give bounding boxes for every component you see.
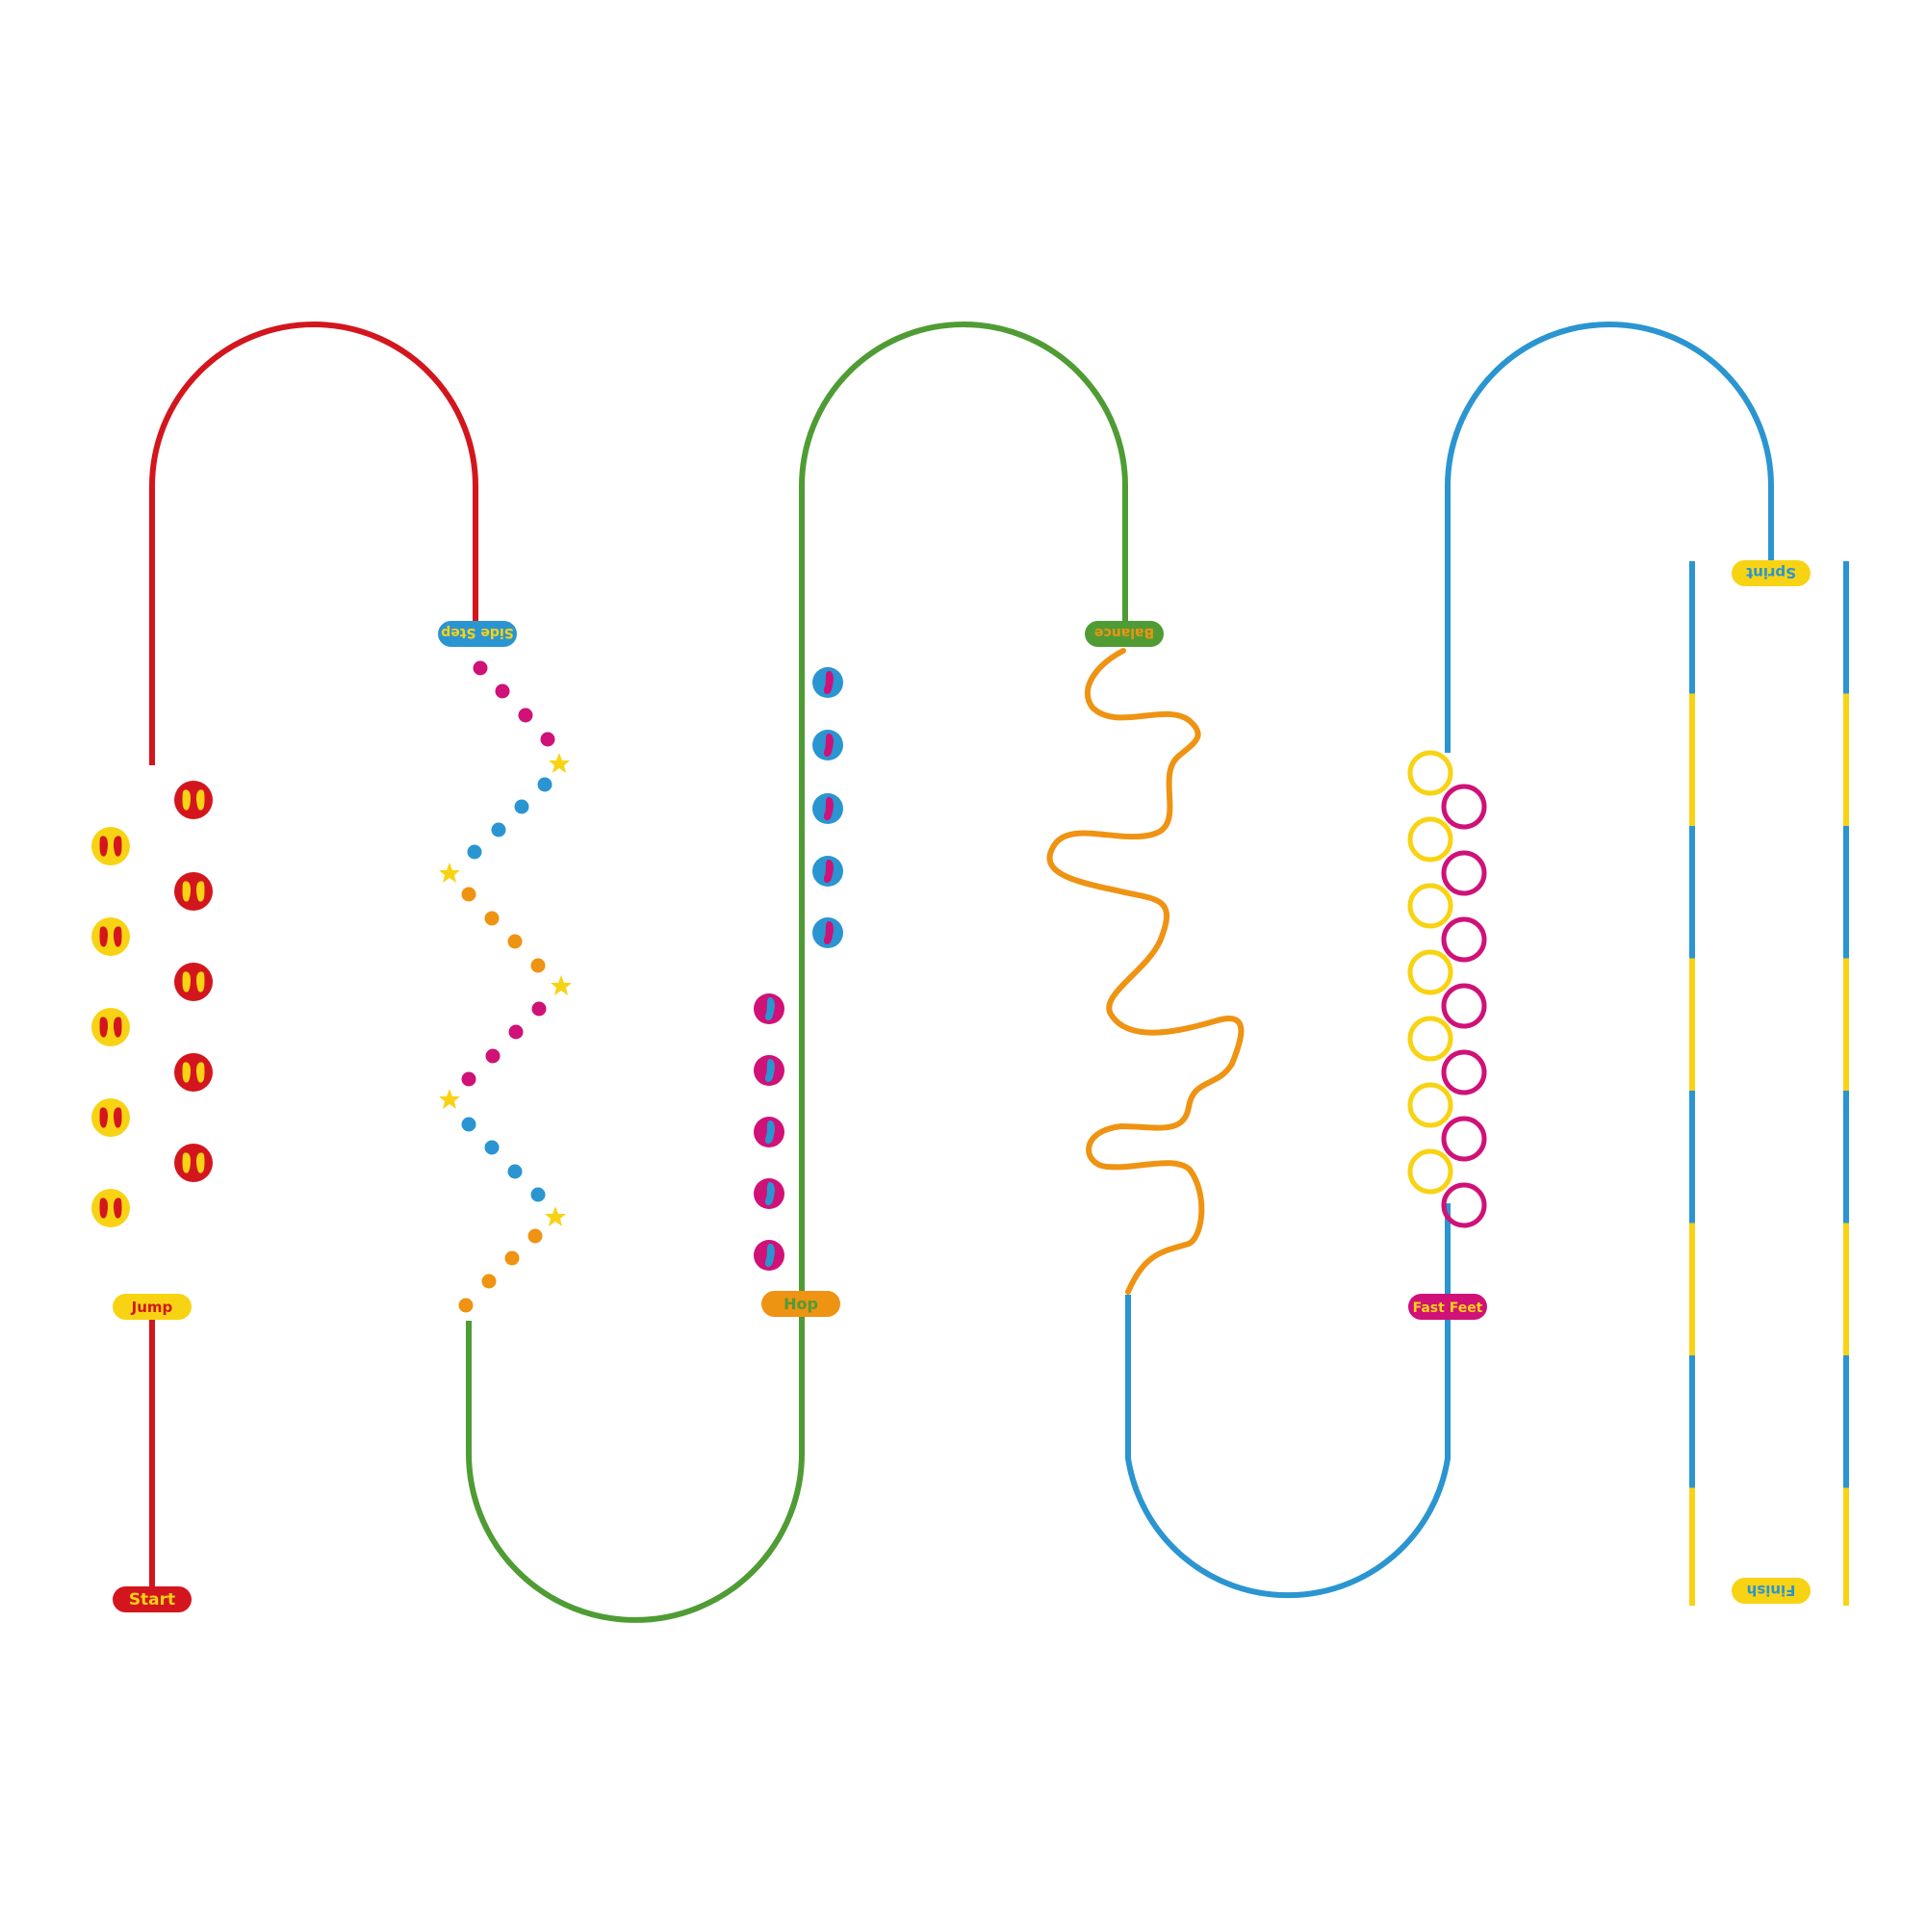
hoop-ring bbox=[1441, 983, 1487, 1029]
sprint-badge: Sprint bbox=[1732, 560, 1811, 586]
two-feet-icon bbox=[91, 1008, 130, 1046]
foot-icon bbox=[754, 1240, 784, 1271]
sprint-label: Sprint bbox=[1746, 564, 1796, 581]
jump-badge: Jump bbox=[113, 1294, 192, 1320]
side-step-badge: Side Step bbox=[438, 621, 517, 647]
hoop-ring bbox=[1407, 750, 1453, 796]
two-feet-icon bbox=[91, 1189, 130, 1227]
fast-feet-label: Fast Feet bbox=[1413, 1301, 1483, 1316]
hoop-ring bbox=[1407, 949, 1453, 995]
foot-icon bbox=[812, 667, 843, 698]
step-dot bbox=[461, 887, 476, 902]
hop-badge: Hop bbox=[761, 1291, 840, 1317]
step-dot bbox=[484, 911, 500, 926]
foot-icon bbox=[754, 1055, 784, 1086]
finish-badge: Finish bbox=[1732, 1578, 1811, 1604]
blue-track-top-arch bbox=[1445, 322, 1774, 753]
hoop-ring bbox=[1407, 1148, 1453, 1195]
side-step-label: Side Step bbox=[441, 625, 514, 640]
balance-label: Balance bbox=[1094, 625, 1154, 640]
hoop-ring bbox=[1441, 1116, 1487, 1162]
hoop-ring bbox=[1441, 850, 1487, 896]
step-dot bbox=[461, 1117, 476, 1132]
hop-foot-group bbox=[754, 667, 843, 1271]
step-dot bbox=[467, 844, 482, 860]
star-icon bbox=[439, 863, 460, 883]
balance-badge: Balance bbox=[1085, 621, 1164, 647]
hoop-ring bbox=[1441, 916, 1487, 963]
two-feet-icon bbox=[91, 827, 130, 865]
two-feet-icon bbox=[174, 781, 213, 819]
green-track-top-arch bbox=[799, 322, 1128, 626]
step-dot bbox=[527, 1228, 543, 1244]
step-dot bbox=[540, 732, 555, 747]
step-dot bbox=[491, 822, 506, 837]
step-dot bbox=[504, 1250, 520, 1266]
hoop-ring bbox=[1407, 1082, 1453, 1128]
hoop-ring bbox=[1441, 1182, 1487, 1228]
side-step-zigzag-dots bbox=[439, 660, 572, 1313]
step-dot bbox=[461, 1071, 476, 1087]
hoop-ring bbox=[1407, 816, 1453, 863]
fast-feet-hoops bbox=[1407, 750, 1487, 1228]
jump-feet-group bbox=[91, 781, 213, 1227]
foot-icon bbox=[812, 856, 843, 887]
star-icon bbox=[545, 1206, 566, 1226]
step-dot bbox=[537, 777, 552, 792]
start-label: Start bbox=[129, 1590, 175, 1610]
foot-icon bbox=[812, 917, 843, 948]
step-dot bbox=[458, 1298, 474, 1313]
step-dot bbox=[530, 1187, 546, 1202]
step-dot bbox=[508, 1024, 524, 1040]
green-track-bottom-u bbox=[466, 616, 805, 1623]
two-feet-icon bbox=[174, 872, 213, 911]
two-feet-icon bbox=[174, 963, 213, 1001]
jump-label: Jump bbox=[131, 1299, 173, 1316]
hoop-ring bbox=[1407, 1016, 1453, 1062]
step-dot bbox=[495, 683, 510, 699]
two-feet-icon bbox=[174, 1053, 213, 1092]
hop-label: Hop bbox=[784, 1295, 818, 1313]
foot-icon bbox=[754, 1178, 784, 1209]
hoop-ring bbox=[1441, 1049, 1487, 1095]
two-feet-icon bbox=[91, 917, 130, 956]
star-icon bbox=[439, 1089, 460, 1109]
step-dot bbox=[514, 799, 529, 814]
step-dot bbox=[485, 1048, 501, 1064]
step-dot bbox=[473, 660, 488, 676]
hoop-ring bbox=[1441, 784, 1487, 830]
blue-track-bottom-u bbox=[1125, 1295, 1451, 1599]
start-badge: Start bbox=[113, 1586, 192, 1612]
fast-feet-badge: Fast Feet bbox=[1408, 1294, 1487, 1320]
red-track-arch bbox=[149, 322, 478, 765]
step-dot bbox=[531, 1001, 547, 1017]
finish-label: Finish bbox=[1747, 1582, 1796, 1599]
hoop-ring bbox=[1407, 883, 1453, 929]
two-feet-icon bbox=[174, 1144, 213, 1182]
foot-icon bbox=[754, 993, 784, 1024]
step-dot bbox=[481, 1274, 497, 1289]
foot-icon bbox=[812, 793, 843, 824]
star-icon bbox=[551, 975, 572, 995]
step-dot bbox=[507, 1164, 523, 1179]
foot-icon bbox=[754, 1117, 784, 1147]
step-dot bbox=[518, 708, 533, 723]
two-feet-icon bbox=[91, 1098, 130, 1137]
star-icon bbox=[549, 753, 570, 773]
balance-wavy-line bbox=[1046, 648, 1245, 1295]
step-dot bbox=[507, 934, 523, 949]
step-dot bbox=[530, 958, 546, 973]
step-dot bbox=[484, 1140, 500, 1155]
foot-icon bbox=[812, 730, 843, 760]
